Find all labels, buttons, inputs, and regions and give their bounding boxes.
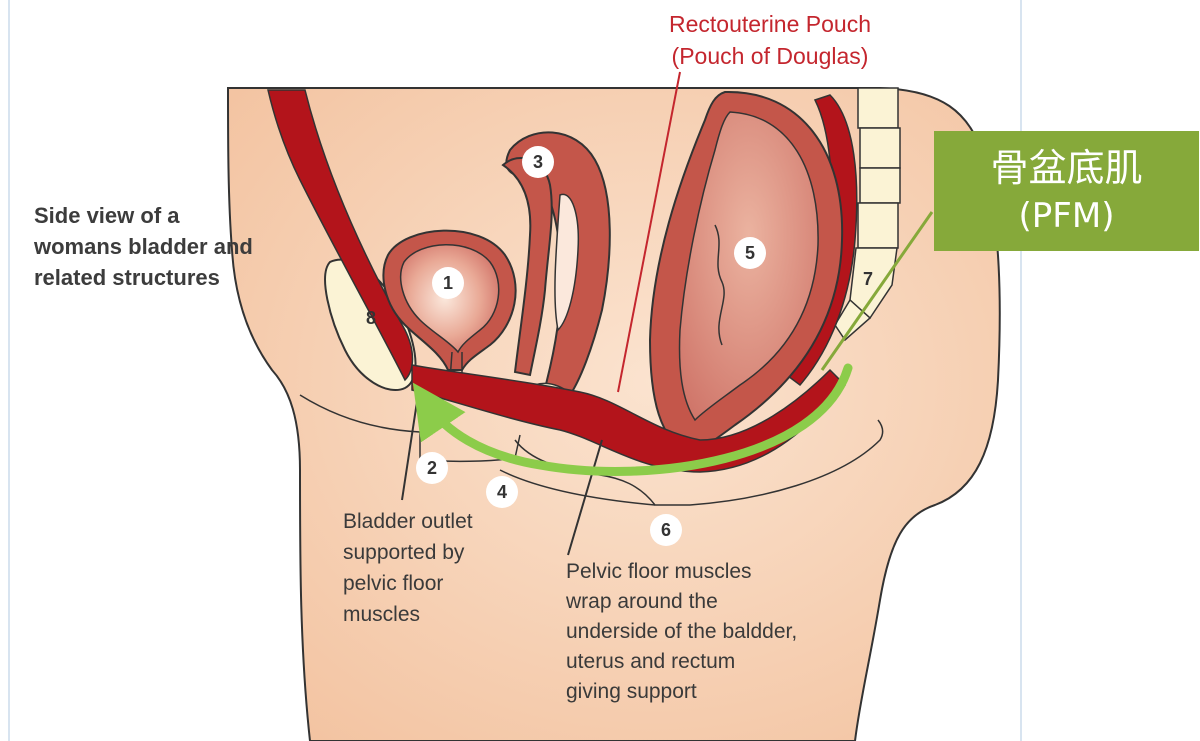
right-frame-line bbox=[1020, 0, 1022, 741]
pfm-pointer-line bbox=[820, 211, 934, 371]
diagram-title: Side view of a womans bladder and relate… bbox=[34, 203, 253, 290]
bladder-outlet-label: Bladder outlet supported by pelvic floor… bbox=[343, 506, 543, 630]
pelvic-floor-wrap-label: Pelvic floor muscles wrap around the und… bbox=[566, 557, 886, 707]
outlet-line: Bladder outlet bbox=[343, 510, 473, 533]
label-number-3: 3 bbox=[522, 146, 554, 178]
abdominal-muscle bbox=[267, 89, 414, 382]
wrap-line: giving support bbox=[566, 680, 697, 703]
pfm-chinese-label: 骨盆底肌 bbox=[990, 146, 1143, 190]
label-number-5: 5 bbox=[734, 237, 766, 269]
outlet-line: muscles bbox=[343, 603, 421, 626]
label-number-7: 7 bbox=[862, 269, 873, 289]
pfm-direction-arrow bbox=[412, 363, 853, 476]
pfm-abbreviation: (PFM) bbox=[1018, 196, 1115, 236]
wrap-pointer-line bbox=[567, 439, 603, 556]
label-number-4: 4 bbox=[486, 476, 518, 508]
pouch-label: Rectouterine Pouch (Pouch of Douglas) bbox=[640, 8, 900, 72]
pfm-callout-box: 骨盆底肌 (PFM) bbox=[934, 131, 1199, 251]
wrap-line: uterus and rectum bbox=[566, 650, 736, 673]
left-frame-line bbox=[8, 0, 10, 741]
wrap-line: Pelvic floor muscles bbox=[566, 560, 752, 583]
pouch-label-line2: (Pouch of Douglas) bbox=[671, 43, 869, 69]
spine-segments bbox=[834, 87, 901, 342]
outlet-line: pelvic floor bbox=[343, 572, 444, 595]
label-number-2: 2 bbox=[416, 452, 448, 484]
pouch-label-line1: Rectouterine Pouch bbox=[668, 11, 871, 37]
label-number-6: 6 bbox=[650, 514, 682, 546]
outlet-line: supported by bbox=[343, 541, 465, 564]
label-number-1: 1 bbox=[432, 267, 464, 299]
label-number-8: 8 bbox=[365, 308, 376, 328]
wrap-line: underside of the baldder, bbox=[566, 620, 798, 643]
pouch-pointer-line bbox=[617, 71, 681, 393]
wrap-line: wrap around the bbox=[566, 590, 718, 613]
